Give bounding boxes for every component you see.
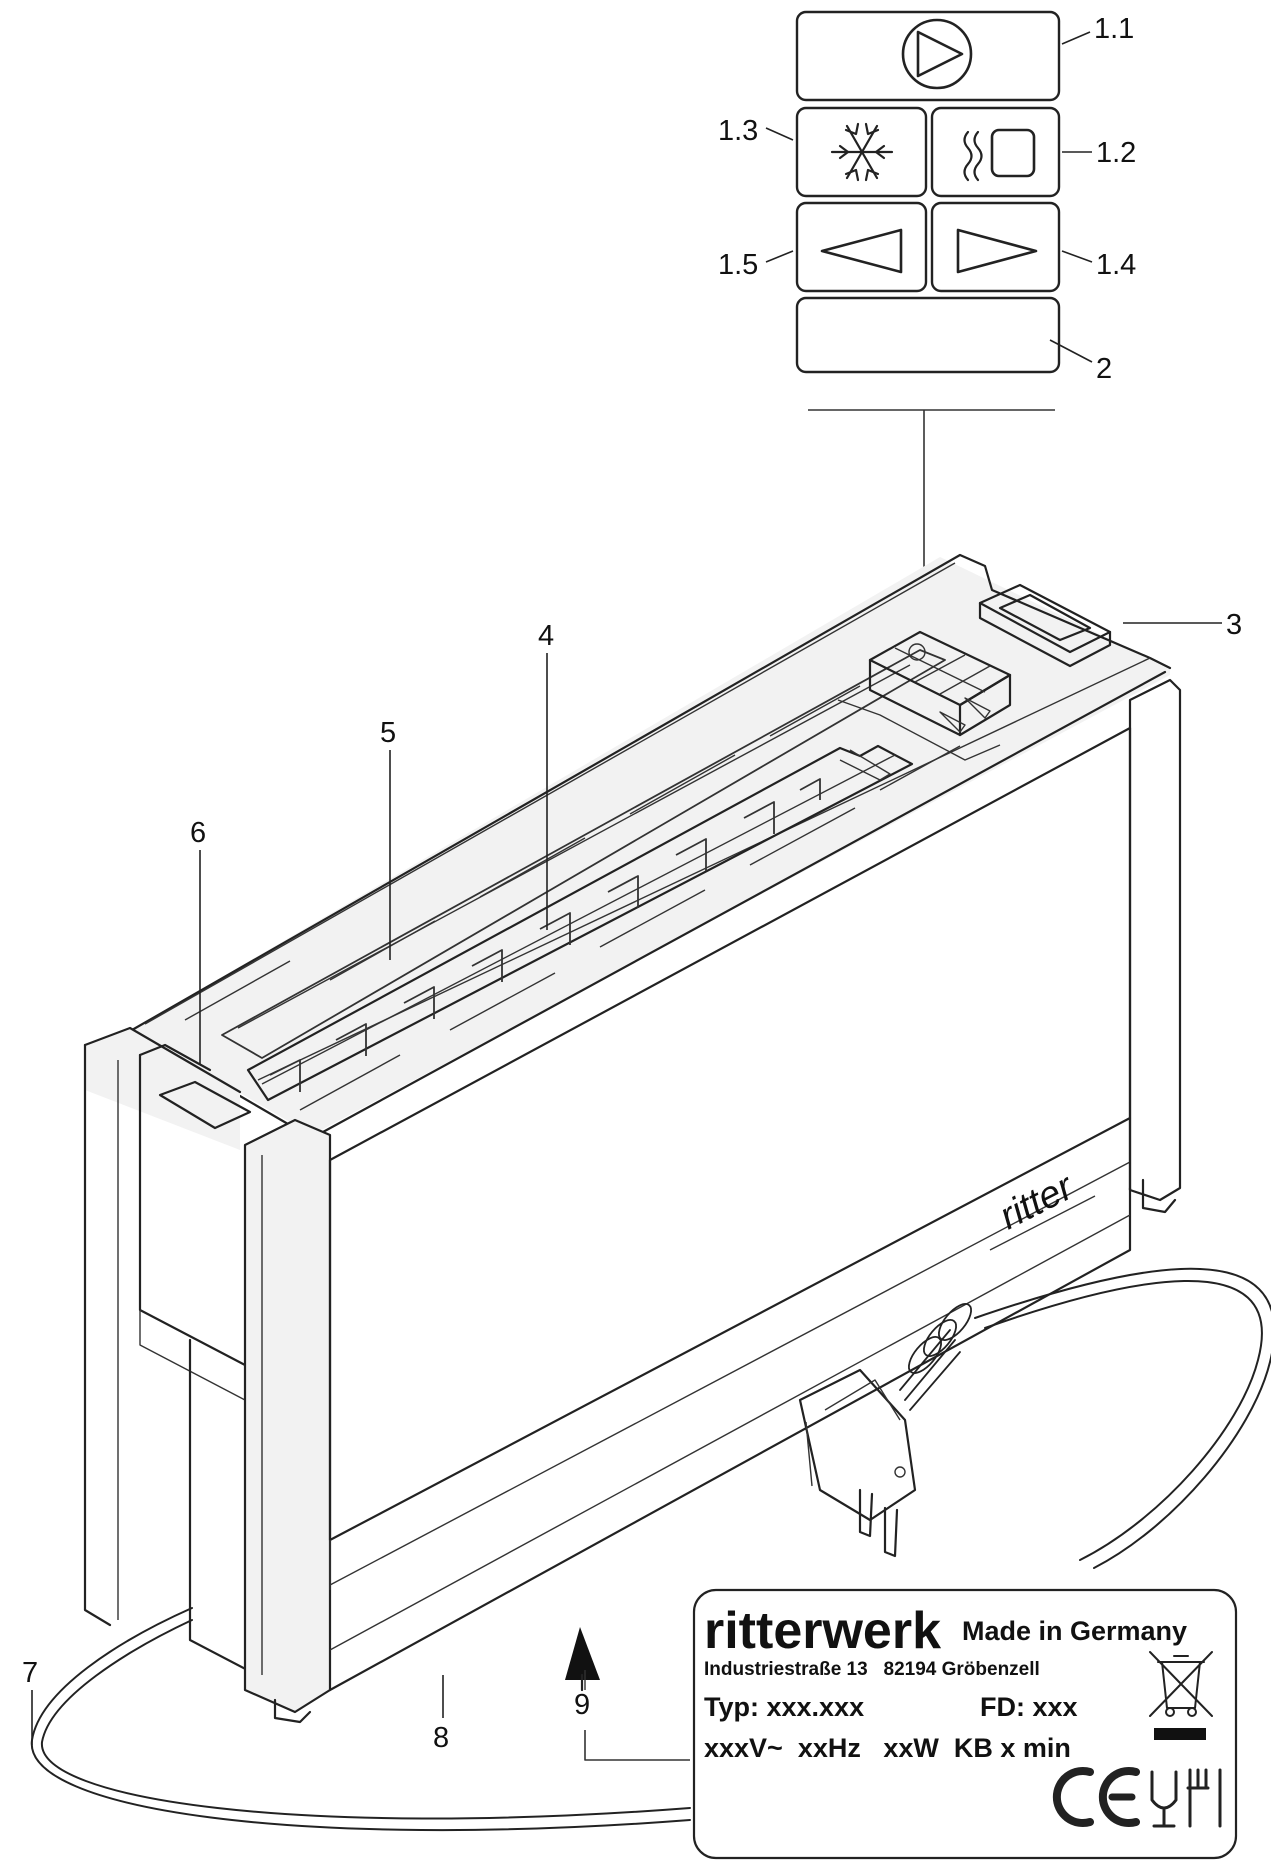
defrost-snowflake-icon — [830, 122, 894, 182]
ce-mark-icon: CE — [1052, 1767, 1140, 1827]
callout-1-3: 1.3 — [718, 115, 758, 147]
callout-3: 3 — [1226, 609, 1242, 641]
plate-origin: Made in Germany — [962, 1616, 1187, 1646]
product-logo: ritter — [993, 1165, 1081, 1238]
direction-arrow-icon — [565, 1627, 600, 1680]
warm-icon — [963, 128, 1036, 182]
callout-7: 7 — [22, 1657, 38, 1689]
display-field — [795, 296, 1061, 374]
plate-brand: ritterwerk — [704, 1602, 941, 1660]
weee-bin-icon — [1149, 1651, 1213, 1717]
toaster-body: ritter — [83, 553, 1182, 1724]
callout-1-1: 1.1 — [1094, 13, 1134, 45]
power-cord — [30, 1267, 1271, 1832]
callout-6: 6 — [190, 817, 206, 849]
plate-type: Typ: xxx.xxx — [704, 1692, 864, 1722]
callout-1-4: 1.4 — [1096, 249, 1136, 281]
power-plug — [798, 1303, 972, 1558]
callout-leaders — [31, 622, 1222, 1745]
start-stop-icon — [901, 18, 973, 90]
callout-5: 5 — [380, 717, 396, 749]
callout-4: 4 — [538, 620, 554, 652]
start-stop-button — [795, 10, 1061, 102]
callout-1-5: 1.5 — [718, 249, 758, 281]
plate-fd: FD: xxx — [980, 1692, 1078, 1722]
callout-9: 9 — [574, 1689, 590, 1721]
plate-address: Industriestraße 13 82194 Gröbenzell — [704, 1659, 1040, 1680]
increase-button — [930, 201, 1061, 293]
callout-8: 8 — [433, 1722, 449, 1754]
increase-arrow-icon — [956, 228, 1038, 274]
warm-button — [930, 106, 1061, 198]
weee-bar — [1154, 1728, 1206, 1740]
decrease-button — [795, 201, 928, 293]
decrease-arrow-icon — [820, 228, 903, 274]
food-safe-icon — [1150, 1768, 1222, 1828]
callout-1-2: 1.2 — [1096, 137, 1136, 169]
control-panel-detail: 1.1 1.2 1.3 1.4 1.5 2 — [718, 10, 1136, 650]
callout-2: 2 — [1096, 353, 1112, 385]
rating-plate: ritterwerk Made in Germany Industriestra… — [692, 1588, 1238, 1860]
plate-ratings: xxxV~ xxHz xxW KB x min — [704, 1733, 1071, 1763]
toaster-control-panel — [837, 630, 1012, 761]
cancel-crumb-button — [978, 583, 1112, 668]
